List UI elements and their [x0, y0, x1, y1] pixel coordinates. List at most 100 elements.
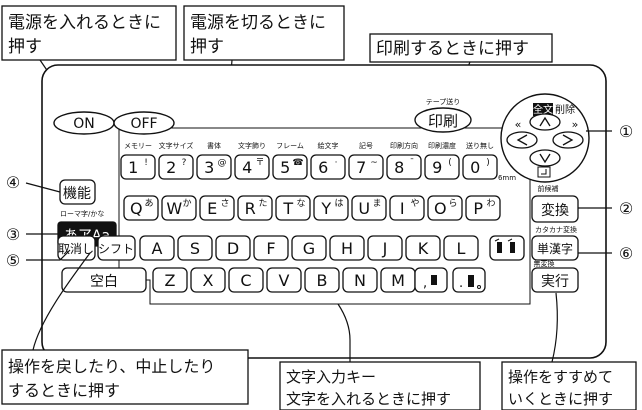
key-5-sub-label: ☎: [292, 158, 303, 168]
up-arrow-key[interactable]: [529, 113, 561, 131]
key-c-label: C: [240, 271, 251, 290]
down-arrow-key[interactable]: [529, 149, 561, 167]
key-w-sub-label: か: [182, 198, 191, 209]
romaji-kana-label: ローマ字/かな: [60, 209, 104, 218]
key-1-sub-label: !: [144, 158, 148, 168]
key-h[interactable]: H: [329, 235, 365, 261]
key-d-label: D: [227, 239, 239, 258]
key-0-sub-label: ): [486, 158, 490, 168]
key-5[interactable]: 5☎: [272, 154, 308, 180]
kinou-button[interactable]: 機能: [59, 179, 96, 205]
key-m[interactable]: M: [380, 267, 416, 293]
cursor-pad-ring: [500, 93, 590, 183]
key-2[interactable]: 2?: [158, 154, 194, 180]
key-2-label: 2: [166, 158, 176, 177]
tankanji-button[interactable]: 単漢字: [531, 235, 579, 261]
marker-1: ①: [619, 122, 633, 141]
key-a[interactable]: A: [139, 235, 175, 261]
jikkou-button[interactable]: 実行: [531, 267, 579, 293]
left-arrow-icon: [516, 134, 528, 146]
key-g[interactable]: G: [291, 235, 327, 261]
key-f[interactable]: F: [253, 235, 289, 261]
key-3[interactable]: 3@: [196, 154, 232, 180]
marker-2: ②: [619, 199, 633, 218]
key-b-label: B: [317, 271, 328, 290]
key-d[interactable]: D: [215, 235, 251, 261]
callout-print: 印刷するときに押す: [369, 33, 553, 63]
leader-char-keys: [337, 303, 351, 362]
callout-cancel-line1: 操作を戻したり、中止したり: [8, 357, 215, 376]
key-3-sub-label: @: [218, 158, 227, 168]
key-i-label: I: [400, 199, 405, 218]
left-arrow-key[interactable]: [506, 131, 538, 149]
key-s[interactable]: S: [177, 235, 213, 261]
key-8[interactable]: 8¯: [386, 154, 422, 180]
number-label-3: 文字飾り: [238, 141, 266, 150]
key-6[interactable]: 6·: [310, 154, 346, 180]
key-v[interactable]: V: [266, 267, 302, 293]
comma-key[interactable]: ,: [414, 267, 448, 293]
shift-button[interactable]: シフト: [97, 235, 136, 261]
period-key[interactable]: .: [452, 267, 486, 293]
key-x[interactable]: X: [190, 267, 226, 293]
number-row-labels: メモリー文字サイズ書体文字飾りフレーム絵文字記号印刷方向印刷濃度送り無し: [124, 141, 494, 150]
key-l[interactable]: L: [443, 235, 479, 261]
print-button[interactable]: テープ送り 印刷: [414, 97, 472, 133]
key-0[interactable]: 0): [462, 154, 498, 180]
key-7-sub-label: ~: [370, 158, 378, 168]
key-b[interactable]: B: [304, 267, 340, 293]
key-p-sub-label: わ: [486, 198, 495, 209]
key-n[interactable]: N: [342, 267, 378, 293]
delete-label: 削除: [555, 103, 575, 116]
number-label-4: フレーム: [276, 142, 304, 150]
up-arrow-icon: [539, 116, 551, 127]
number-label-9: 送り無し: [466, 141, 494, 150]
key-j[interactable]: J: [367, 235, 403, 261]
key-6-sub-label: ·: [335, 158, 338, 168]
key-9[interactable]: 9(: [424, 154, 460, 180]
callout-char-keys-line1: 文字入力キー: [286, 368, 376, 386]
print-button-label: 印刷: [428, 112, 458, 130]
space-button[interactable]: 空白: [61, 267, 147, 293]
key-7[interactable]: 7~: [348, 154, 384, 180]
on-button[interactable]: ON: [53, 111, 115, 135]
period-circle-icon: [477, 285, 481, 289]
henkan-button[interactable]: 変換: [531, 195, 579, 223]
off-button-label: OFF: [130, 116, 157, 132]
henkan-label: 変換: [541, 202, 569, 219]
quote-mark-right-icon: [510, 242, 515, 253]
off-button[interactable]: OFF: [113, 111, 175, 135]
key-c[interactable]: C: [228, 267, 264, 293]
key-z-label: Z: [165, 271, 176, 290]
callout-power-on-line1: 電源を入れるときに: [8, 13, 161, 33]
period-glyph: .: [459, 276, 463, 291]
marker-6: ⑥: [619, 244, 633, 263]
key-4[interactable]: 4〒: [234, 154, 270, 180]
right-arrow-key[interactable]: [552, 131, 584, 149]
key-1-label: 1: [128, 158, 138, 177]
quote-key[interactable]: [489, 235, 525, 261]
key-e-sub-label: さ: [220, 198, 229, 209]
number-label-5: 絵文字: [318, 141, 339, 150]
key-k[interactable]: K: [405, 235, 441, 261]
size-label: 6mm: [498, 174, 516, 182]
callout-print-text: 印刷するときに押す: [376, 39, 529, 59]
kinou-label: 機能: [63, 186, 91, 202]
key-4-sub-label: 〒: [255, 158, 264, 168]
prev-candidate-label: 前候補: [538, 184, 559, 193]
down-arrow-icon: [539, 153, 551, 164]
key-f-label: F: [266, 239, 275, 258]
key-1[interactable]: 1!: [120, 154, 156, 180]
key-z[interactable]: Z: [152, 267, 188, 293]
